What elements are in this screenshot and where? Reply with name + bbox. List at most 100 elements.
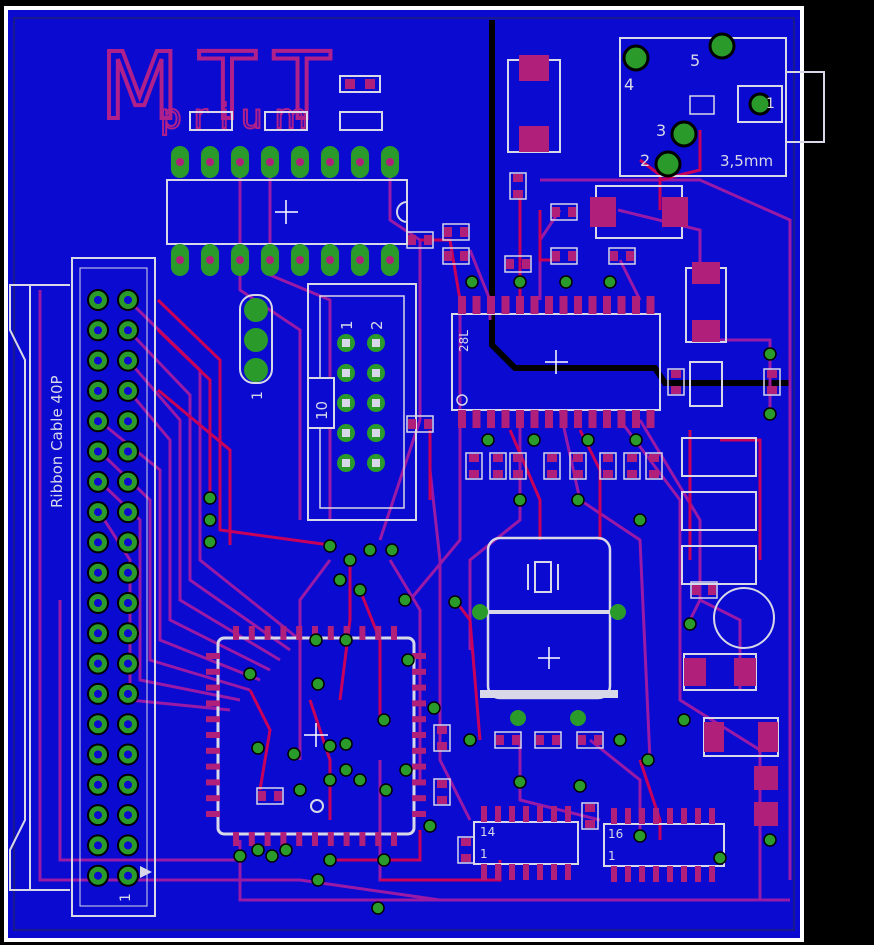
ribbon-pin-hole <box>94 538 102 547</box>
qfp44-pin <box>206 732 220 738</box>
smd-part <box>576 731 604 749</box>
soic28-pin <box>559 410 568 428</box>
qfp44-pin1-dot <box>310 799 324 813</box>
qfp44-pin <box>412 795 426 802</box>
dip16-pin-hole <box>326 158 334 166</box>
via <box>323 739 337 753</box>
ribbon-pin-hole <box>94 356 102 365</box>
smd-pad <box>513 454 523 462</box>
audio-jack-pin1 <box>748 92 772 116</box>
smd-part <box>763 368 781 396</box>
soic16-pin <box>709 808 715 824</box>
via <box>203 491 217 505</box>
via <box>573 779 587 793</box>
via <box>339 737 353 751</box>
smd-part <box>623 452 641 480</box>
ribbon-pin-hole <box>94 417 102 426</box>
qfp44-pin <box>359 626 366 640</box>
box-header-pin-hole <box>372 459 380 467</box>
ribbon-pin-hole <box>94 629 102 638</box>
via <box>279 843 293 857</box>
box-header-pin-hole <box>342 369 350 377</box>
box-header-10: 10 1 2 <box>307 283 417 521</box>
soic16-pins <box>611 808 715 882</box>
smd-pad <box>536 735 544 745</box>
via <box>311 677 325 691</box>
smd-pad <box>444 227 452 237</box>
soic28-pin <box>487 410 495 428</box>
qfp44-pin <box>343 832 350 846</box>
cap-c5-pad-right <box>734 658 756 686</box>
via <box>323 539 337 553</box>
smd-part <box>406 231 434 249</box>
audio-jack-pin1-label: 1 <box>766 96 775 112</box>
logo-main: MTT <box>100 33 350 140</box>
via <box>399 763 413 777</box>
box-header-pin-hole <box>372 429 380 437</box>
via <box>763 833 777 847</box>
soic16-pin <box>681 866 687 882</box>
smd-pad <box>610 251 618 261</box>
soic16-top-label: 16 <box>608 827 623 841</box>
smd-pad <box>708 585 716 595</box>
qfp44-pin <box>206 795 220 802</box>
qfp44-pin <box>206 716 220 723</box>
via <box>343 553 357 567</box>
via <box>465 275 479 289</box>
dip16-pin-hole <box>356 256 364 264</box>
soic14-bottom-label: 1 <box>480 847 488 861</box>
dip16-pin-hole <box>296 158 304 166</box>
via <box>571 493 585 507</box>
ribbon-header-body <box>71 257 156 917</box>
smd-part <box>433 778 451 806</box>
ribbon-pin-hole <box>124 356 132 365</box>
qfp44-pin <box>412 700 426 707</box>
audio-jack-pin4-label: 4 <box>624 75 634 94</box>
qfp44-pin <box>327 832 334 846</box>
soic16-ic: 16 1 <box>603 808 725 882</box>
soic28-pin1-dot <box>456 394 468 406</box>
ribbon-pin-hole <box>124 508 132 517</box>
smd-pad <box>493 454 503 462</box>
crystal-pin-d <box>570 710 586 726</box>
soic14-pins <box>481 806 571 880</box>
qfp44-pin <box>327 626 334 640</box>
box-header-pin-hole <box>342 429 350 437</box>
dip16-pin-hole <box>326 256 334 264</box>
via <box>233 849 247 863</box>
smd-pad-a <box>754 766 778 790</box>
smd-pad <box>603 470 613 478</box>
board-inner-edge <box>13 17 795 931</box>
smd-pad <box>568 251 576 261</box>
via <box>251 741 265 755</box>
smd-pad <box>506 259 514 269</box>
soic14-pin <box>495 864 501 880</box>
audio-jack-pin4 <box>622 44 650 72</box>
qfp44-pin <box>412 668 426 675</box>
via <box>323 773 337 787</box>
soic28-pin <box>559 296 568 314</box>
soic28-pin <box>530 410 539 428</box>
via <box>398 593 412 607</box>
soic14-pin <box>509 864 515 880</box>
via <box>513 275 527 289</box>
ribbon-pin-hole <box>94 326 102 335</box>
soic28-pin <box>487 296 495 314</box>
via <box>363 543 377 557</box>
smd-r1-pad-b <box>365 79 375 89</box>
smd-part <box>543 452 561 480</box>
crystal-pin-a <box>472 604 488 620</box>
qfp44-pin <box>206 668 220 675</box>
smd-part <box>504 255 532 273</box>
via <box>353 773 367 787</box>
dip16-notch <box>396 201 408 223</box>
box-header-pin-hole <box>342 459 350 467</box>
soic14-ic: 14 1 <box>473 806 579 880</box>
via <box>243 667 257 681</box>
ribbon-pin-hole <box>94 871 102 880</box>
soic28-pin <box>588 410 597 428</box>
qfp44-pin <box>248 832 255 846</box>
audio-jack-pin3-label: 3 <box>656 121 666 140</box>
qfp44-pin <box>296 832 303 846</box>
qfp44-pin <box>264 626 271 640</box>
